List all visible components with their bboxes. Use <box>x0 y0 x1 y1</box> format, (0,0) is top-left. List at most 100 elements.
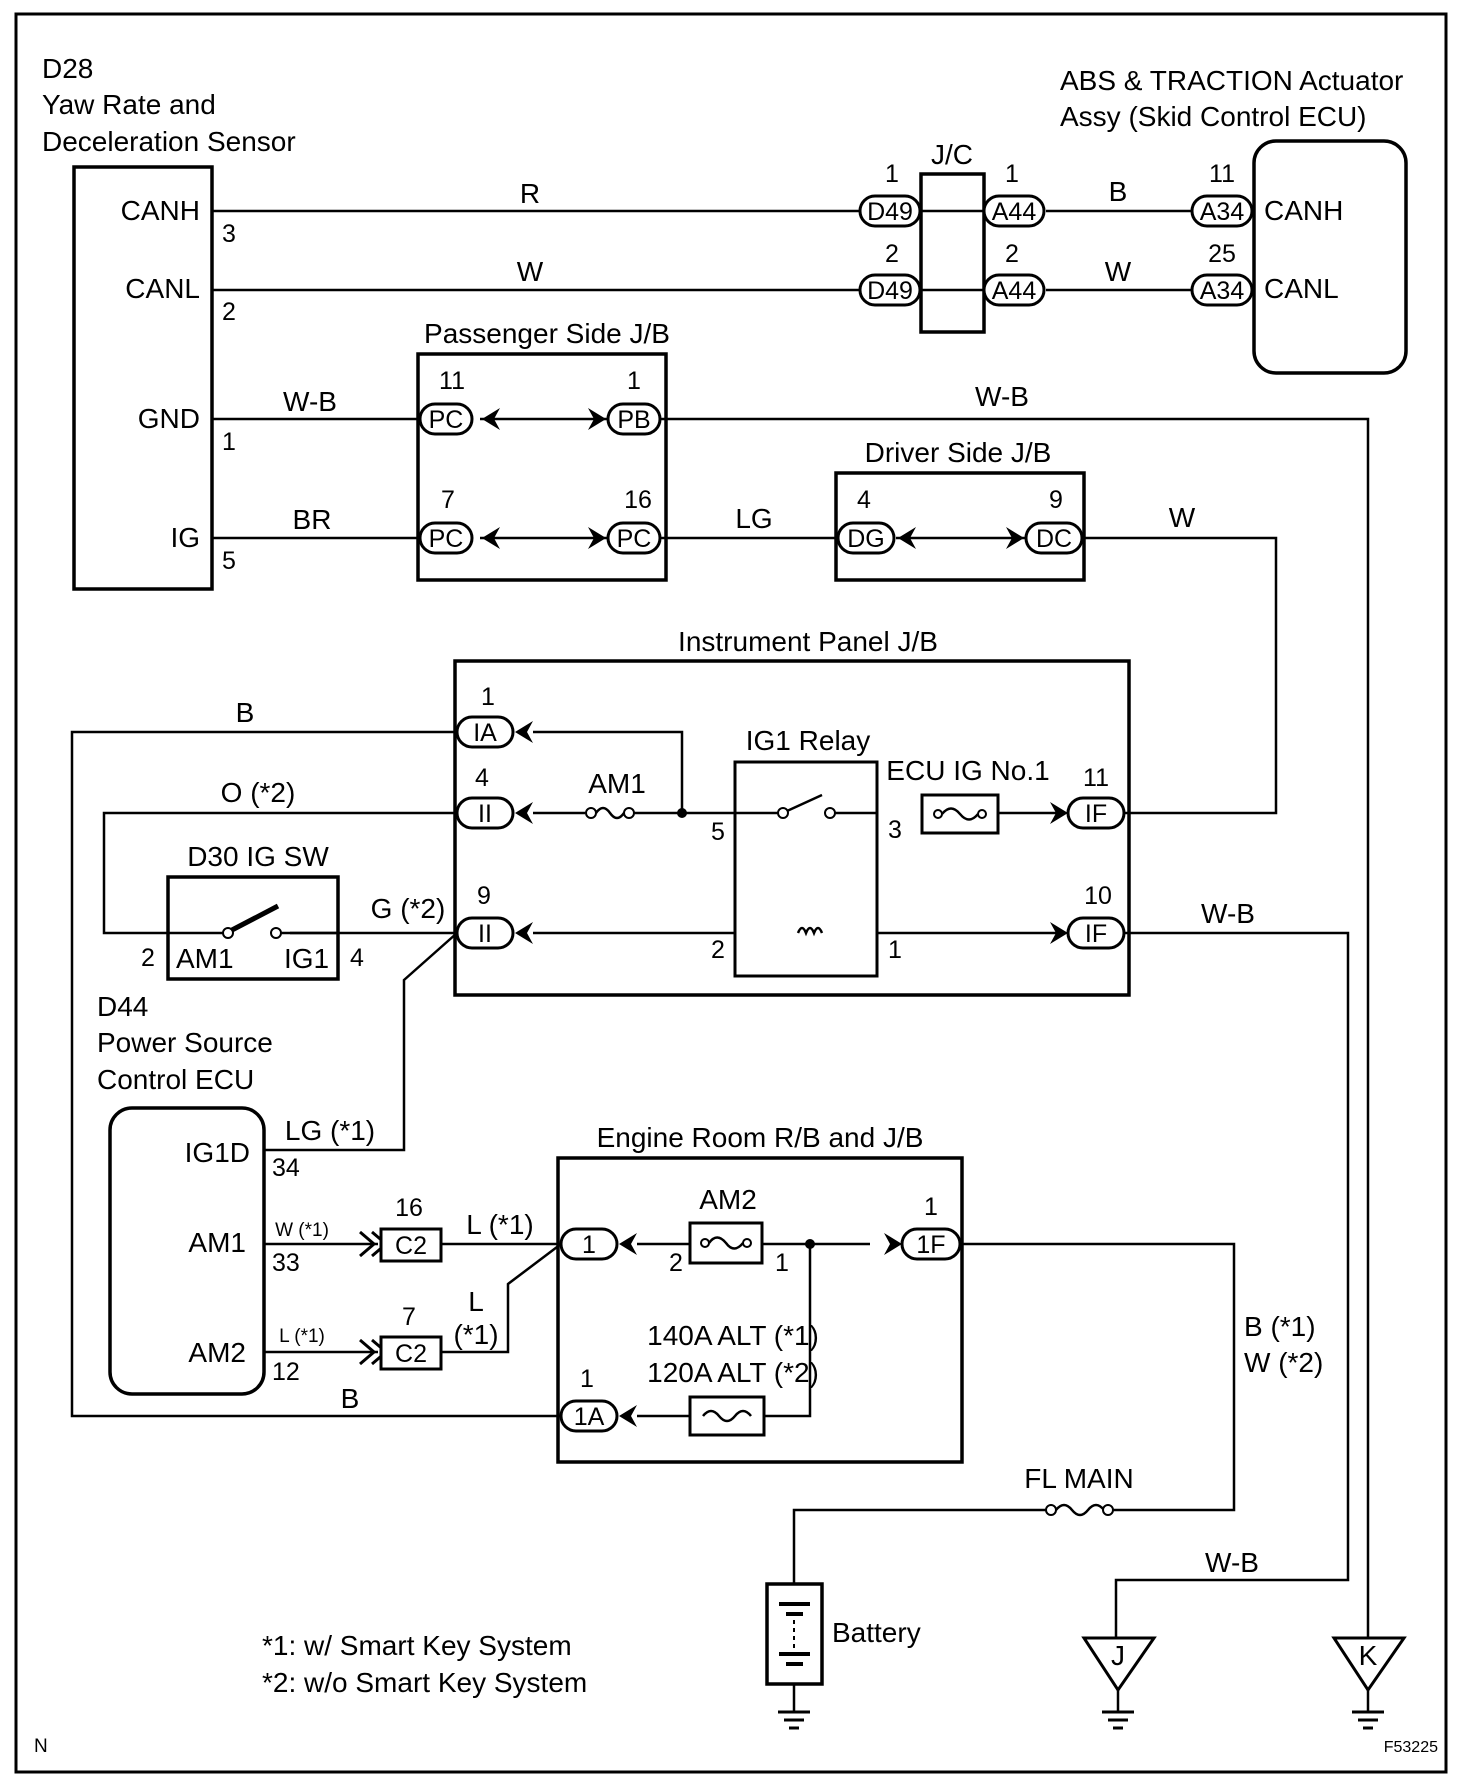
connector-d49-1-code: D49 <box>867 198 913 226</box>
connector-ii-9-code: II <box>478 920 492 948</box>
connector-1a <box>559 1399 619 1433</box>
wire-label-lg-ig1d: LG (*1) <box>285 1115 375 1146</box>
arrow-icon <box>619 1233 637 1255</box>
connector-c2-16 <box>379 1227 443 1263</box>
am2-pin-2: 2 <box>669 1249 683 1277</box>
wire-label-r: R <box>520 178 540 209</box>
connector-dc-9-pin: 9 <box>1049 486 1063 514</box>
connector-d49-2-pin: 2 <box>885 240 899 268</box>
d44-pinnum-12: 12 <box>272 1358 300 1386</box>
connector-d49-2 <box>858 273 922 307</box>
d30-box <box>166 875 340 981</box>
connector-c2-16-pin: 16 <box>395 1194 423 1222</box>
d28-pin-canl: CANL <box>125 273 200 304</box>
abs-pin-canl: CANL <box>1264 273 1339 304</box>
connector-ii-9-pin: 9 <box>477 882 491 910</box>
connector-pc-7-pin: 7 <box>441 486 455 514</box>
wire-label-w2: W (*2) <box>1244 1347 1323 1378</box>
ground-triangle-icon <box>1081 1636 1157 1693</box>
wire-label-l1-main: L (*1) <box>279 1326 325 1347</box>
am1-fuse <box>585 806 635 820</box>
alt-fuse <box>688 1395 766 1437</box>
alt-fuse-label-2: 120A ALT (*2) <box>647 1357 819 1388</box>
abs-pin-canh: CANH <box>1264 195 1343 226</box>
connector-1a-code: 1A <box>574 1403 605 1431</box>
wire-label-w-abs: W <box>1105 256 1132 287</box>
wire-label-l1-c2: L (*1) <box>466 1209 533 1240</box>
connector-a44-1 <box>982 194 1046 228</box>
d30-pin-ig1: IG1 <box>284 943 329 974</box>
connector-pb-1-code: PB <box>617 406 650 434</box>
wire-label-o: O (*2) <box>221 777 296 808</box>
am2-pin-1: 1 <box>775 1249 789 1277</box>
d44-code: D44 <box>97 991 148 1022</box>
abs-name-2: Assy (Skid Control ECU) <box>1060 101 1367 132</box>
d28-pin-canh: CANH <box>121 195 200 226</box>
note-1: *1: w/ Smart Key System <box>262 1630 572 1661</box>
wire-label-wb-pb: W-B <box>975 381 1029 412</box>
arrow-icon <box>619 1405 637 1427</box>
fuse-terminal <box>1102 1504 1114 1516</box>
fuse-terminal <box>700 1238 710 1248</box>
d44-box <box>108 1106 266 1396</box>
wire-label-br: BR <box>293 504 332 535</box>
wire-pb-to-k <box>660 417 1370 1638</box>
d28-pinnum-5: 5 <box>222 547 236 575</box>
connector-dg-4 <box>836 521 896 555</box>
connector-if-11-pin: 11 <box>1083 764 1109 792</box>
jc-label: J/C <box>931 139 973 170</box>
driver-jb-box <box>834 471 1086 582</box>
connector-1f-code: 1F <box>916 1231 945 1259</box>
connector-if-10-code: IF <box>1085 920 1107 948</box>
connector-d49-1-pin: 1 <box>885 160 899 188</box>
connector-1-code: 1 <box>582 1231 596 1259</box>
wire-label-w: W <box>517 256 544 287</box>
wire-o-ii4 <box>102 811 457 935</box>
d30-ig-switch: D30 IG SW AM1 IG1 2 4 <box>141 841 364 981</box>
fuse-icon <box>707 1236 744 1250</box>
wire-label-w1-main: W (*1) <box>275 1220 329 1241</box>
fuse-icon <box>941 807 979 821</box>
relay-switch-icon <box>786 793 823 813</box>
fl-main-label: FL MAIN <box>1024 1463 1133 1494</box>
d28-pin-ig: IG <box>170 522 200 553</box>
ground-k: K <box>1331 1636 1407 1730</box>
fuse-terminal <box>977 809 987 819</box>
connector-pc-16-code: PC <box>617 525 652 553</box>
fuse-terminal <box>742 1238 752 1248</box>
wire-dc-to-if <box>1082 536 1278 815</box>
corner-mark: N <box>34 1736 48 1757</box>
wire-label-w-dc: W <box>1169 502 1196 533</box>
connector-dg-4-pin: 4 <box>857 486 871 514</box>
connector-pc-7-code: PC <box>429 525 464 553</box>
abs-box <box>1252 139 1408 375</box>
d28-name-1: Yaw Rate and <box>42 89 216 120</box>
d30-pinnum-4: 4 <box>350 944 364 972</box>
passenger-jb-box <box>416 352 668 582</box>
page-frame <box>14 12 1448 1774</box>
connector-a44-2-pin: 2 <box>1005 240 1019 268</box>
junction-dot <box>677 808 687 818</box>
connector-ii-4-code: II <box>478 800 492 828</box>
connector-dg-4-code: DG <box>847 525 885 553</box>
fuse-terminal <box>1045 1504 1057 1516</box>
d28-code: D28 <box>42 53 93 84</box>
ejb-wire <box>764 1244 812 1418</box>
wire-label-wb-if: W-B <box>1201 898 1255 929</box>
wire-label-lg: LG <box>735 503 772 534</box>
relay-contact <box>777 807 789 819</box>
d28-pinnum-3: 3 <box>222 220 236 248</box>
wire-lg-ig1d <box>264 932 458 1152</box>
d30-pinnum-2: 2 <box>141 944 155 972</box>
connector-a44-1-code: A44 <box>992 198 1037 226</box>
ground-icon <box>778 1710 810 1730</box>
engine-jb-label: Engine Room R/B and J/B <box>597 1122 924 1153</box>
arrow-icon <box>884 1233 902 1255</box>
d44-pin-am2: AM2 <box>188 1337 246 1368</box>
wire-if10-to-j <box>1114 931 1350 1638</box>
switch-contact <box>222 927 234 939</box>
passenger-jb-label: Passenger Side J/B <box>424 318 670 349</box>
d28-sensor: D28 Yaw Rate and Deceleration Sensor CAN… <box>42 53 296 591</box>
d44-ecu: D44 Power Source Control ECU IG1D AM1 AM… <box>97 991 562 1396</box>
